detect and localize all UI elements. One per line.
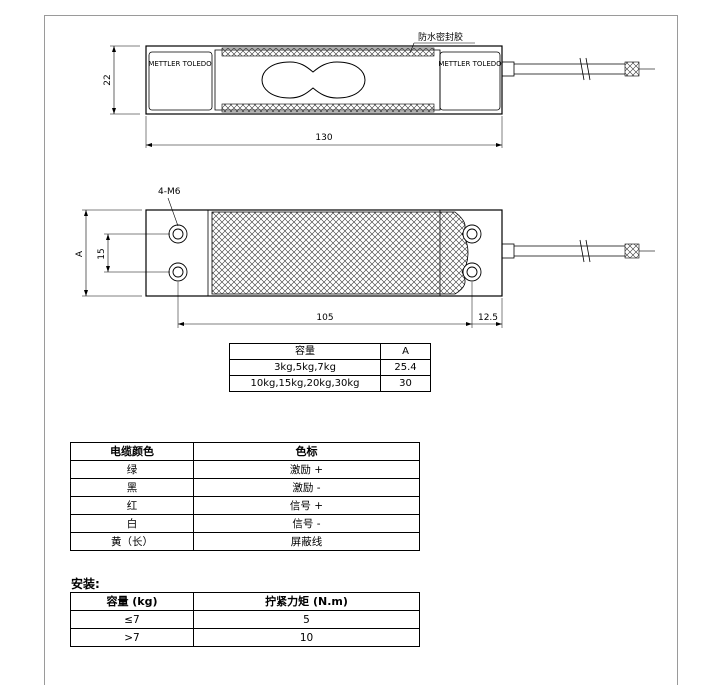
table-row: 电缆颜色 色标 <box>70 442 420 461</box>
load-cell-drawing: METTLER TOLEDO METTLER TOLEDO 防水密封胶 22 1… <box>75 31 655 328</box>
hole-label: 4-M6 <box>158 187 181 197</box>
table-cell: 10kg,15kg,20kg,30kg <box>229 375 381 392</box>
table-row: 黄（长） 屏蔽线 <box>70 532 420 551</box>
table-cell: >7 <box>70 628 194 647</box>
table-cell: 白 <box>70 514 194 533</box>
brand-left: METTLER TOLEDO <box>148 60 212 68</box>
table-cell: 25.4 <box>380 359 431 376</box>
table-row: ≤7 5 <box>70 610 420 629</box>
table-header-cell: 容量 (kg) <box>70 592 194 611</box>
dim-height: 22 <box>103 74 113 85</box>
sealant-label: 防水密封胶 <box>418 31 463 43</box>
table-cell: 黑 <box>70 478 194 497</box>
table-cell: 屏蔽线 <box>193 532 420 551</box>
side-cable-gland <box>501 243 515 259</box>
sealant-band-top <box>221 47 435 57</box>
side-view: 4-M6 A 15 105 12.5 <box>75 187 655 328</box>
top-cable-end <box>624 61 640 77</box>
table-cell: 信号 - <box>193 514 420 533</box>
gauge-hatch-area <box>211 211 469 295</box>
table-header-cell: 拧紧力矩 (N.m) <box>193 592 420 611</box>
table-cell: 黄（长） <box>70 532 194 551</box>
cable-color-table: 电缆颜色 色标 绿 激励 + 黑 激励 - 红 信号 + 白 信号 - 黄（长）… <box>70 442 420 551</box>
binocular-hole <box>261 61 366 99</box>
capacity-table: 容量 A 3kg,5kg,7kg 25.4 10kg,15kg,20kg,30k… <box>229 343 431 392</box>
table-cell: 30 <box>380 375 431 392</box>
sealant-leader <box>409 42 415 54</box>
dim-hole-spacing: 15 <box>97 248 107 259</box>
top-body <box>145 45 503 115</box>
brand-right: METTLER TOLEDO <box>438 60 502 68</box>
dim-105: 105 <box>316 313 333 323</box>
drawing-frame <box>44 15 678 685</box>
mount-holes-right <box>462 224 482 282</box>
brand-panel-left <box>148 51 213 111</box>
top-view: METTLER TOLEDO METTLER TOLEDO 防水密封胶 22 1… <box>103 31 655 148</box>
torque-table: 容量 (kg) 拧紧力矩 (N.m) ≤7 5 >7 10 <box>70 592 420 647</box>
table-row: 10kg,15kg,20kg,30kg 30 <box>229 375 431 392</box>
table-cell: ≤7 <box>70 610 194 629</box>
table-row: 黑 激励 - <box>70 478 420 497</box>
side-cable-end <box>624 243 640 259</box>
mount-holes-left <box>168 224 188 282</box>
table-cell: 5 <box>193 610 420 629</box>
top-relief <box>214 49 441 111</box>
table-cell: 红 <box>70 496 194 515</box>
table-row: 容量 A <box>229 343 431 360</box>
table-row: 容量 (kg) 拧紧力矩 (N.m) <box>70 592 420 611</box>
table-header-cell: 容量 <box>229 343 381 360</box>
table-cell: 3kg,5kg,7kg <box>229 359 381 376</box>
dim-length: 130 <box>315 133 332 143</box>
dim-a: A <box>75 250 85 257</box>
table-row: 绿 激励 + <box>70 460 420 479</box>
table-cell: 10 <box>193 628 420 647</box>
dim-12-5: 12.5 <box>478 313 498 323</box>
table-row: 3kg,5kg,7kg 25.4 <box>229 359 431 376</box>
table-row: 红 信号 + <box>70 496 420 515</box>
install-title: 安装: <box>71 577 100 591</box>
table-header-cell: 色标 <box>193 442 420 461</box>
table-header-cell: 电缆颜色 <box>70 442 194 461</box>
brand-panel-right <box>439 51 501 111</box>
hole-leader <box>167 197 179 227</box>
table-row: >7 10 <box>70 628 420 647</box>
top-cable-gland <box>501 61 515 77</box>
table-header-cell: A <box>380 343 431 360</box>
table-row: 白 信号 - <box>70 514 420 533</box>
sealant-band-bottom <box>221 103 435 113</box>
table-cell: 激励 + <box>193 460 420 479</box>
table-cell: 激励 - <box>193 478 420 497</box>
table-cell: 绿 <box>70 460 194 479</box>
table-cell: 信号 + <box>193 496 420 515</box>
